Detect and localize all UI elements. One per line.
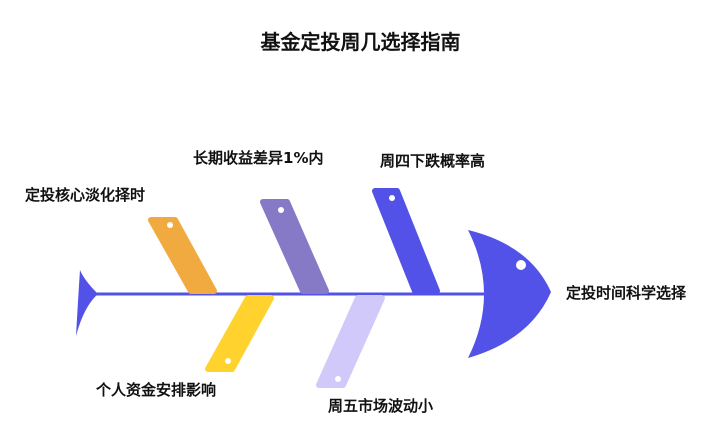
bone-2 xyxy=(260,199,329,294)
fish-head xyxy=(468,230,551,358)
bone-1-dot xyxy=(167,222,173,228)
effect-label: 定投时间科学选择 xyxy=(566,284,687,302)
bone-4 xyxy=(205,295,274,372)
bone-4-dot xyxy=(225,358,231,364)
bone-1 xyxy=(148,217,217,294)
bone-5-dot xyxy=(335,376,341,382)
bone-3-dot xyxy=(389,195,395,201)
cause-label: 长期收益差异1%内 xyxy=(193,149,324,167)
fish-eye xyxy=(516,260,526,270)
cause-label: 定投核心淡化择时 xyxy=(25,186,146,204)
cause-label: 个人资金安排影响 xyxy=(96,381,217,399)
bone-3 xyxy=(372,188,440,294)
fish-tail xyxy=(76,270,98,336)
diagram-title: 基金定投周几选择指南 xyxy=(260,30,461,54)
cause-label: 周五市场波动小 xyxy=(328,397,434,415)
bone-2-dot xyxy=(278,207,284,213)
bone-5 xyxy=(316,295,385,388)
cause-label: 周四下跌概率高 xyxy=(380,152,486,170)
